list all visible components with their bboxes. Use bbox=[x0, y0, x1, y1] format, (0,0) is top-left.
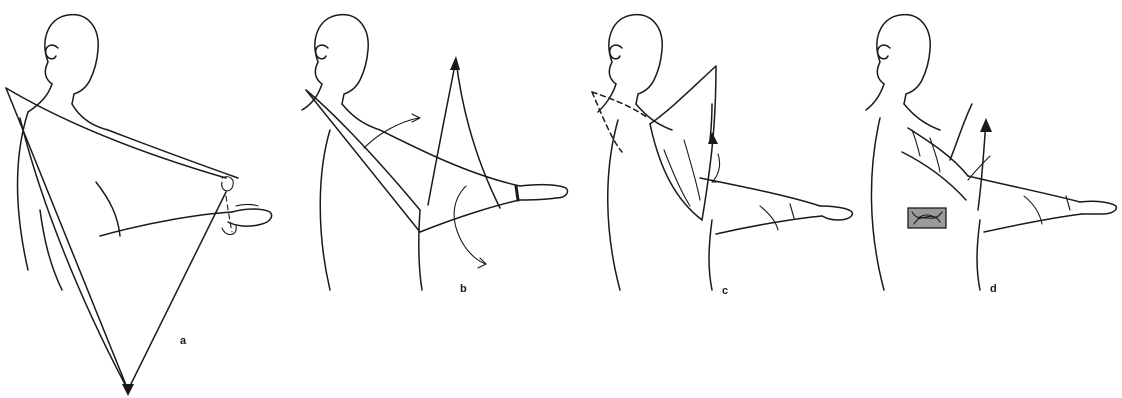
figure-b-body bbox=[302, 15, 568, 290]
panel-b-label: b bbox=[460, 283, 467, 295]
panel-c: c bbox=[592, 15, 852, 297]
panel-b: b bbox=[302, 15, 568, 295]
triangular-bandage-a bbox=[6, 88, 236, 396]
figure-c-body bbox=[598, 15, 852, 290]
panel-c-label: c bbox=[722, 285, 728, 297]
panel-a-label: a bbox=[180, 335, 187, 347]
triangular-bandage-d bbox=[902, 104, 992, 210]
bandage-point-d bbox=[980, 118, 992, 132]
panel-a: a bbox=[6, 15, 272, 396]
bandage-point-a bbox=[122, 384, 134, 396]
triangular-bandage-b bbox=[306, 56, 500, 268]
bandage-point-b bbox=[450, 56, 460, 70]
triangular-bandage-c bbox=[592, 66, 720, 220]
knot-d bbox=[908, 208, 946, 228]
panel-d-label: d bbox=[990, 283, 997, 295]
panel-d: d bbox=[866, 15, 1116, 295]
